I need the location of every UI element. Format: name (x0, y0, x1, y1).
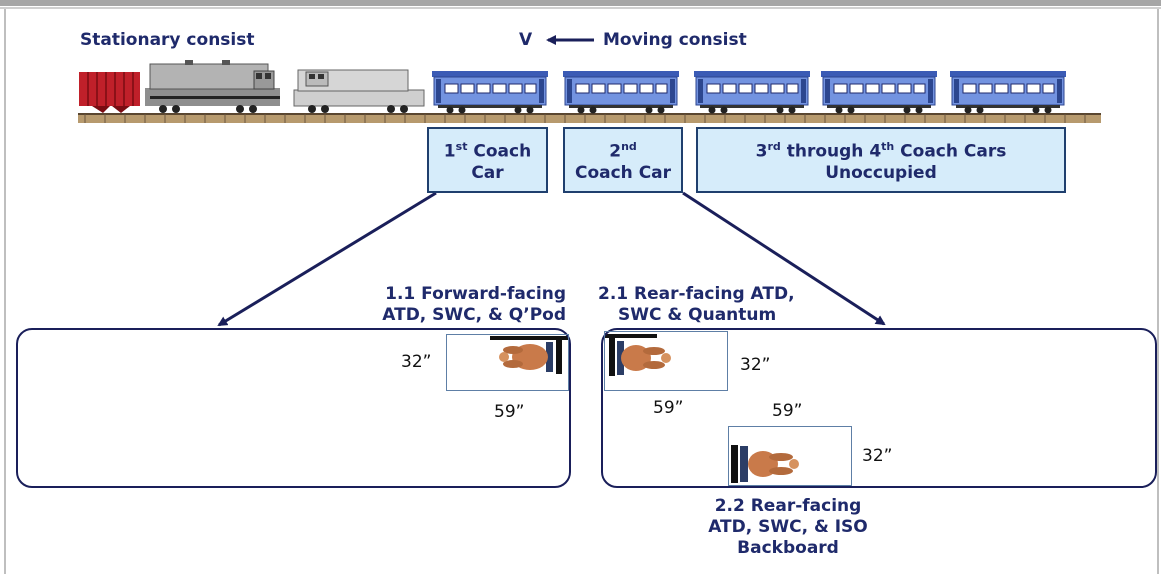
coach-car-icon (949, 70, 1067, 114)
dimension-t22-width: 59” (772, 401, 803, 421)
velocity-symbol: V (519, 30, 533, 50)
locomotive-icon (293, 69, 425, 113)
stationary-consist-label: Stationary consist (80, 30, 255, 50)
dimension-t21-depth: 32” (740, 355, 771, 375)
callout-third-fourth-coach-cars: 3rd through 4th Coach Cars Unoccupied (696, 127, 1066, 193)
frame-left-line (4, 9, 6, 574)
hopper-car-icon (79, 72, 140, 113)
track-ties (84, 114, 1086, 123)
pointer-arrow-coach2 (682, 191, 886, 326)
seat-area-test-1-1 (446, 334, 569, 391)
track-bed (78, 113, 1101, 123)
test-2-2-label: 2.2 Rear-facing ATD, SWC, & ISO Backboar… (708, 496, 868, 558)
coach-car-icon (693, 70, 811, 114)
crash-dummy-icon (605, 334, 671, 376)
coach-car-1-outline (16, 328, 571, 488)
test-1-1-label: 1.1 Forward-facing ATD, SWC, & Q’Pod (382, 284, 566, 325)
dimension-t21-width: 59” (653, 398, 684, 418)
frame-top-bar (0, 0, 1161, 6)
seat-area-test-2-2 (728, 426, 852, 486)
crash-dummy-icon (731, 445, 799, 483)
crash-dummy-icon (490, 336, 568, 374)
dimension-t11-depth: 32” (401, 352, 432, 372)
test-2-1-label: 2.1 Rear-facing ATD, SWC & Quantum (598, 284, 795, 325)
callout-second-coach-car: 2nd Coach Car (563, 127, 683, 193)
dimension-t22-depth: 32” (862, 446, 893, 466)
locomotive-icon (145, 60, 280, 113)
coach-car-icon (562, 70, 680, 114)
pointer-arrow-coach1 (217, 191, 437, 327)
coach-car-icon (820, 70, 938, 114)
coach-car-2-outline (601, 328, 1157, 488)
moving-consist-label: Moving consist (603, 30, 747, 50)
callout-first-coach-car: 1st Coach Car (427, 127, 548, 193)
dimension-t11-width: 59” (494, 402, 525, 422)
frame-right-line (1157, 9, 1159, 574)
coach-car-icon (432, 71, 548, 114)
frame-top-line (0, 7, 1161, 9)
seat-area-test-2-1 (604, 331, 728, 391)
